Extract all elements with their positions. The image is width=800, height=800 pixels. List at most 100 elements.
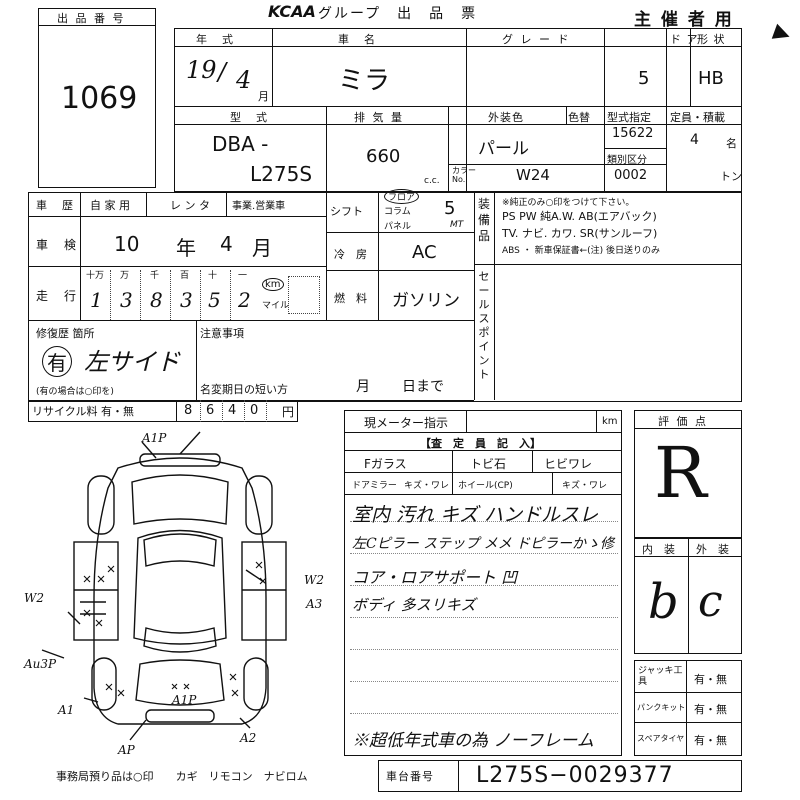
- mark-bottom: AP: [117, 743, 136, 757]
- color-label: 外装色: [488, 111, 524, 124]
- category-value: 0002: [614, 168, 648, 183]
- fuel-value: ガソリン: [392, 291, 460, 311]
- recycle-digit-1: 8: [184, 403, 193, 418]
- category-label: 類別区分: [607, 155, 647, 166]
- history-option-business[interactable]: 事業.営業車: [232, 201, 286, 212]
- recycle-label: リサイクル料 有・無: [32, 405, 134, 418]
- color-no-label: カラー No.: [452, 166, 476, 184]
- glass-option-crack[interactable]: ヒビワレ: [544, 457, 593, 471]
- type-spec-label: 型式指定: [607, 111, 651, 124]
- history-option-private[interactable]: 自 家 用: [90, 199, 130, 212]
- puncture-kit-value[interactable]: 有・無: [694, 703, 727, 716]
- caution-label: 注意事項: [200, 327, 244, 340]
- mileage-unit-km[interactable]: km: [262, 278, 284, 291]
- name-change-day: 日まで: [402, 379, 444, 395]
- chassis-box: [378, 760, 742, 792]
- tools-box: [634, 660, 742, 756]
- grade-label: グ レ ー ド: [502, 33, 571, 46]
- repair-note: (有の場合は○印を): [36, 387, 114, 397]
- mark-right-low: A2: [239, 731, 256, 745]
- wheel-front-left: [87, 475, 115, 535]
- inspection-month: 4: [220, 232, 233, 256]
- shift-option-floor[interactable]: フロア: [384, 189, 420, 204]
- mileage-unit-10: 十: [208, 271, 218, 281]
- exterior-label: 外 装: [696, 543, 729, 556]
- wheel-rear-right: [243, 657, 269, 711]
- inspection-label: 車 検: [36, 238, 79, 252]
- door-left: [73, 541, 119, 641]
- inspector-note-4: ボディ 多スリキズ: [352, 596, 476, 614]
- doors-value: 5: [638, 68, 650, 89]
- car-name-label: 車 名: [338, 33, 377, 46]
- mark-right-mid: A3: [305, 597, 323, 611]
- meter-label: 現メーター指示: [364, 416, 449, 430]
- mileage-dotted-box: [288, 276, 320, 314]
- car-body-outline: [93, 457, 267, 725]
- mirror-options[interactable]: キズ・ワレ: [404, 481, 450, 491]
- history-label: 車 歴: [36, 199, 75, 212]
- inspector-section-label: 【査 定 員 記 入】: [420, 437, 541, 450]
- mark-top: A1P: [141, 431, 167, 445]
- equipment-line-2: TV. ナビ. カワ. SR(サンルーフ): [502, 227, 658, 240]
- color-no-value: W24: [516, 166, 550, 184]
- wheel-rear-left: [91, 657, 117, 711]
- score-value: R: [654, 432, 707, 514]
- chassis-label: 車台番号: [386, 770, 434, 783]
- inspector-bottom-note: ※超低年式車の為 ノーフレーム: [352, 731, 594, 751]
- mark-left-top: W2: [24, 591, 44, 605]
- lot-number-box: 出 品 番 号 1069: [38, 8, 156, 188]
- load-unit: トン: [720, 170, 742, 183]
- inspector-note-1: 室内 汚れ キズ ハンドルスレ: [352, 504, 599, 526]
- mileage-label: 走 行: [36, 289, 79, 303]
- inspector-note-2: 左Cピラー ステップ メメ ドピラーかゝ修: [352, 536, 615, 552]
- type-spec-value: 15622: [612, 126, 654, 141]
- rear-bumper: [145, 709, 215, 723]
- repaint-label: 色替: [568, 111, 590, 124]
- year-label: 年 式: [196, 33, 235, 46]
- mileage-unit-10k: 万: [120, 271, 130, 281]
- mark-bottom-inner: A1P: [171, 693, 197, 707]
- puncture-kit-label: パンクキット: [637, 703, 686, 712]
- capacity-label: 定員・積載: [670, 111, 725, 124]
- mark-right-top: W2: [304, 573, 324, 587]
- glass-option-chip[interactable]: トビ石: [470, 457, 507, 471]
- mileage-digit-2: 3: [120, 288, 133, 312]
- chassis-number: L275S−0029377: [476, 763, 674, 788]
- repair-value: 有: [42, 346, 72, 377]
- recycle-fee-box: [28, 400, 298, 422]
- mileage-digit-1: 1: [90, 288, 103, 312]
- mark-left-low: A1: [57, 703, 74, 717]
- jack-tools-value[interactable]: 有・無: [694, 673, 727, 686]
- mileage-unit-100: 百: [180, 271, 190, 281]
- shift-option-column[interactable]: コラム: [384, 207, 411, 217]
- name-change-label: 名変期日の短い方: [200, 383, 288, 396]
- inspection-year: 10: [114, 232, 140, 256]
- shift-option-panel[interactable]: パネル: [384, 222, 412, 232]
- aircon-label: 冷 房: [334, 248, 367, 261]
- vehicle-damage-diagram: A1P W2 W2 A3 Au3P A1 A1P AP A2: [23, 431, 324, 757]
- equipment-note: ※純正のみ○印をつけて下さい。: [502, 198, 635, 208]
- history-option-rental[interactable]: レ ン タ: [170, 199, 210, 212]
- capacity-unit: 名: [726, 137, 737, 150]
- meter-unit: km: [602, 416, 618, 427]
- wheel-options[interactable]: キズ・ワレ: [562, 481, 608, 491]
- logo: KCAA: [268, 2, 316, 21]
- equipment-line-1: PS PW 純A.W. AB(エアバック): [502, 210, 657, 223]
- model-prefix: DBA -: [212, 132, 269, 156]
- spare-tire-value[interactable]: 有・無: [694, 734, 727, 747]
- front-windshield: [143, 533, 217, 567]
- doors-label: ド ア: [670, 33, 699, 46]
- jack-tools-label: ジャッキ工具: [638, 666, 683, 687]
- rear-window: [143, 627, 217, 653]
- displacement-unit: c.c.: [424, 176, 440, 186]
- year-slash: /: [218, 58, 227, 86]
- mileage-unit-mile[interactable]: マイル: [262, 301, 290, 311]
- model-label: 型 式: [230, 111, 269, 124]
- car-name: ミラ: [338, 66, 391, 96]
- mileage-unit-1k: 千: [150, 271, 160, 281]
- hood-outline: [131, 474, 229, 525]
- vehicle-info-grid: [174, 28, 742, 192]
- inspection-month-unit: 月: [252, 236, 272, 260]
- repair-label: 修復歴 箇所: [36, 327, 95, 340]
- shift-gears: 5: [444, 198, 456, 219]
